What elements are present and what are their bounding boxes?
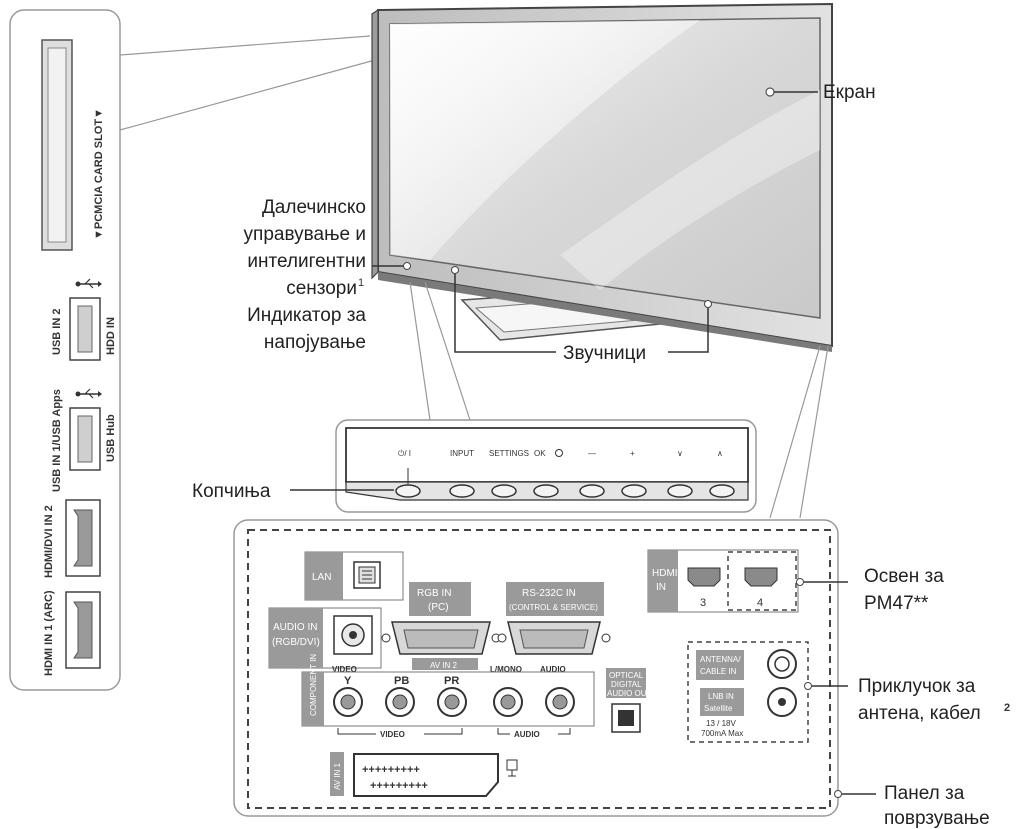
- hdmi2-label: HDMI/DVI IN 2: [43, 505, 55, 578]
- av-in1-label: AV IN 1: [333, 762, 342, 790]
- input-key-label: INPUT: [450, 449, 474, 458]
- buttons-label: Копчиња: [192, 481, 271, 502]
- minus-button[interactable]: [579, 484, 605, 498]
- plus-key-label: +: [630, 449, 635, 458]
- panel-label-line2: поврзување: [884, 808, 990, 829]
- remote-label-line1: Далечинско: [262, 197, 366, 218]
- hdmi1-label: HDMI IN 1 (ARC): [43, 590, 55, 676]
- remote-label-line3: интелигентни: [247, 251, 366, 272]
- antenna-cable-label-2: CABLE IN: [700, 667, 737, 676]
- lnb-spec-2: 700mA Max: [701, 729, 743, 738]
- hdmi-in-label-2: IN: [656, 582, 666, 593]
- scart-pins: +++++++++ +++++++++: [362, 764, 428, 792]
- pcmcia-label: ▼PCMCIA CARD SLOT▼: [93, 108, 105, 240]
- hdmi4-number: 4: [757, 597, 763, 609]
- up-key-label: ∧: [717, 449, 723, 458]
- video-bottom-label: VIDEO: [380, 730, 405, 739]
- hdmi3-number: 3: [700, 597, 706, 609]
- audio-label: AUDIO: [540, 665, 566, 674]
- input-button[interactable]: [449, 484, 475, 498]
- usb1-label: USB IN 1/USB Apps: [51, 389, 63, 492]
- optical-label: OPTICAL: [609, 671, 644, 680]
- speakers-label: Звучници: [563, 343, 646, 364]
- usb2-label: USB IN 2: [51, 309, 63, 355]
- lnb-label-2: Satellite: [704, 704, 733, 713]
- pb-label: PB: [394, 675, 409, 687]
- antenna-cable-label: ANTENNA/: [700, 655, 741, 664]
- hdmi3-port[interactable]: [687, 567, 721, 587]
- hdmi-in-label: HDMI: [652, 568, 678, 579]
- scart-port[interactable]: [353, 753, 499, 797]
- optical-label-2: DIGITAL: [611, 680, 642, 689]
- svg-text:+++++++++: +++++++++: [362, 764, 420, 776]
- indicator-label-line2: напојување: [264, 332, 366, 353]
- audio-in-label: AUDIO IN: [273, 622, 317, 633]
- svg-text:+++++++++: +++++++++: [370, 780, 428, 792]
- panel-label-line1: Панел за: [884, 783, 965, 804]
- ok-dot-icon: [555, 449, 563, 457]
- remote-label-line2: управување и: [244, 224, 366, 245]
- minus-key-label: —: [588, 449, 596, 458]
- lnb-spec-1: 13 / 18V: [706, 719, 736, 728]
- settings-button[interactable]: [491, 484, 517, 498]
- av-in2-label: AV IN 2: [430, 661, 458, 670]
- lmono-label: L/MONO: [490, 665, 522, 674]
- rgb-in-label: RGB IN: [417, 588, 451, 599]
- audio-bottom-label: AUDIO: [514, 730, 540, 739]
- antenna-label-line1: Приклучок за: [858, 676, 976, 697]
- usb-icon: [75, 388, 102, 399]
- hdmi4-port[interactable]: [744, 567, 778, 587]
- lnb-label: LNB IN: [708, 692, 734, 701]
- video-label: VIDEO: [332, 665, 357, 674]
- screen-label: Екран: [823, 82, 876, 103]
- control-bar: ⏻/ I INPUT SETTINGS OK — + ∨ ∧: [290, 419, 757, 513]
- lan-port[interactable]: [353, 561, 381, 589]
- audio-in-label-2: (RGB/DVI): [272, 637, 320, 648]
- indicator-label-line1: Индикатор за: [247, 305, 366, 326]
- power-button[interactable]: [395, 484, 421, 498]
- pr-label: PR: [444, 675, 459, 687]
- remote-label-line4: сензори: [286, 278, 357, 299]
- optical-label-3: AUDIO OUT: [607, 689, 652, 698]
- rear-panel: LAN HDMI IN 3 4 AUDIO IN (RGB/DVI) RGB I…: [233, 519, 876, 817]
- settings-key-label: SETTINGS: [489, 449, 529, 458]
- except-label-line1: Освен за: [864, 566, 944, 587]
- component-label: COMPONENT IN: [309, 654, 318, 716]
- down-key-label: ∨: [677, 449, 683, 458]
- rgb-in-label-2: (PC): [428, 602, 449, 613]
- rs232-label: RS-232C IN: [522, 588, 576, 599]
- tv: [371, 2, 833, 353]
- ok-key-label: OK: [534, 449, 546, 458]
- up-button[interactable]: [709, 484, 735, 498]
- plus-button[interactable]: [621, 484, 647, 498]
- side-panel: ▼PCMCIA CARD SLOT▼ USB IN 2 HDD IN USB I…: [9, 9, 376, 691]
- rs232-sub-label: (CONTROL & SERVICE): [509, 603, 598, 612]
- down-button[interactable]: [667, 484, 693, 498]
- usbhub-label: USB Hub: [105, 414, 117, 462]
- ok-button[interactable]: [533, 484, 559, 498]
- remote-label-sup: 1: [358, 277, 364, 289]
- power-key-label: ⏻/ I: [398, 449, 411, 458]
- usb-icon: [75, 278, 102, 289]
- antenna-label-line2: антена, кабел: [858, 703, 981, 724]
- y-label: Y: [344, 675, 352, 687]
- lan-label: LAN: [312, 572, 331, 583]
- ground-icon: [506, 759, 518, 777]
- except-label-line2: PM47**: [864, 593, 929, 614]
- antenna-label-sup: 2: [1004, 702, 1010, 714]
- hdd-label: HDD IN: [105, 317, 117, 355]
